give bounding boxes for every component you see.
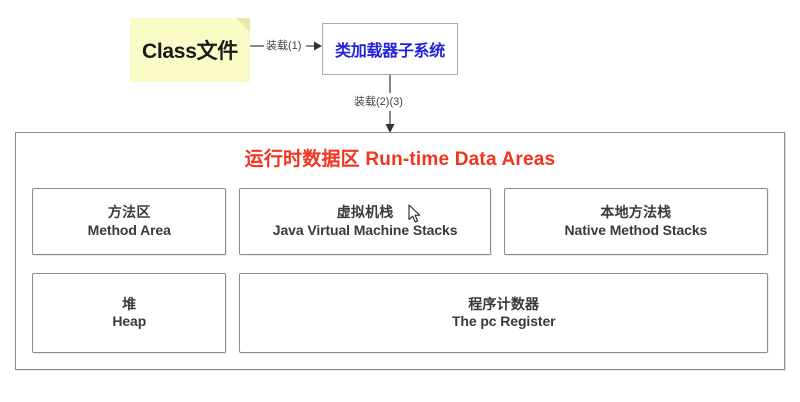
class-file-note: Class文件 [130, 18, 250, 82]
area-box-en-label: Heap [112, 313, 147, 329]
class-loader-subsystem-box: 类加载器子系统 [322, 23, 458, 75]
area-box-method-area[interactable]: 方法区 Method Area [32, 188, 227, 255]
area-box-en-label: Method Area [87, 221, 171, 238]
area-box-cn-label: 堆 [122, 295, 137, 312]
area-box-heap[interactable]: 堆 Heap [32, 273, 227, 353]
area-box-cn-label: 程序计数器 [468, 295, 540, 312]
class-loader-subsystem-label: 类加载器子系统 [335, 43, 445, 60]
arrow-down-icon [385, 75, 395, 133]
runtime-area-row-1: 方法区 Method Area 虚拟机栈 Java Virtual Machin… [32, 188, 768, 255]
area-box-en-label: The pc Register [451, 313, 556, 329]
arrow-right-icon [250, 41, 322, 51]
area-box-native-method-stacks[interactable]: 本地方法栈 Native Method Stacks [503, 188, 768, 255]
note-folded-corner-icon [236, 18, 250, 32]
arrow-load-1-label: 装载(1) [266, 40, 302, 52]
area-box-en-label: Native Method Stacks [564, 221, 708, 238]
runtime-data-areas-title: 运行时数据区 Run-time Data Areas [244, 149, 556, 170]
runtime-data-areas-container: 运行时数据区 Run-time Data Areas 方法区 Method Ar… [15, 132, 785, 370]
area-box-cn-label: 本地方法栈 [600, 204, 672, 220]
runtime-area-row-2: 堆 Heap 程序计数器 The pc Register [32, 273, 768, 353]
arrow-load-1: 装载(1) [250, 33, 322, 59]
arrow-load-2: 装载(2)(3) [350, 75, 460, 133]
area-box-pc-register[interactable]: 程序计数器 The pc Register [239, 273, 768, 353]
class-file-label: Class文件 [142, 40, 238, 63]
area-box-en-label: Java Virtual Machine Stacks [272, 221, 458, 238]
area-box-cn-label: 方法区 [107, 204, 151, 220]
area-box-cn-label: 虚拟机栈 [336, 204, 394, 220]
arrow-load-2-label: 装载(2)(3) [354, 96, 403, 108]
area-box-jvm-stacks[interactable]: 虚拟机栈 Java Virtual Machine Stacks [239, 188, 491, 255]
